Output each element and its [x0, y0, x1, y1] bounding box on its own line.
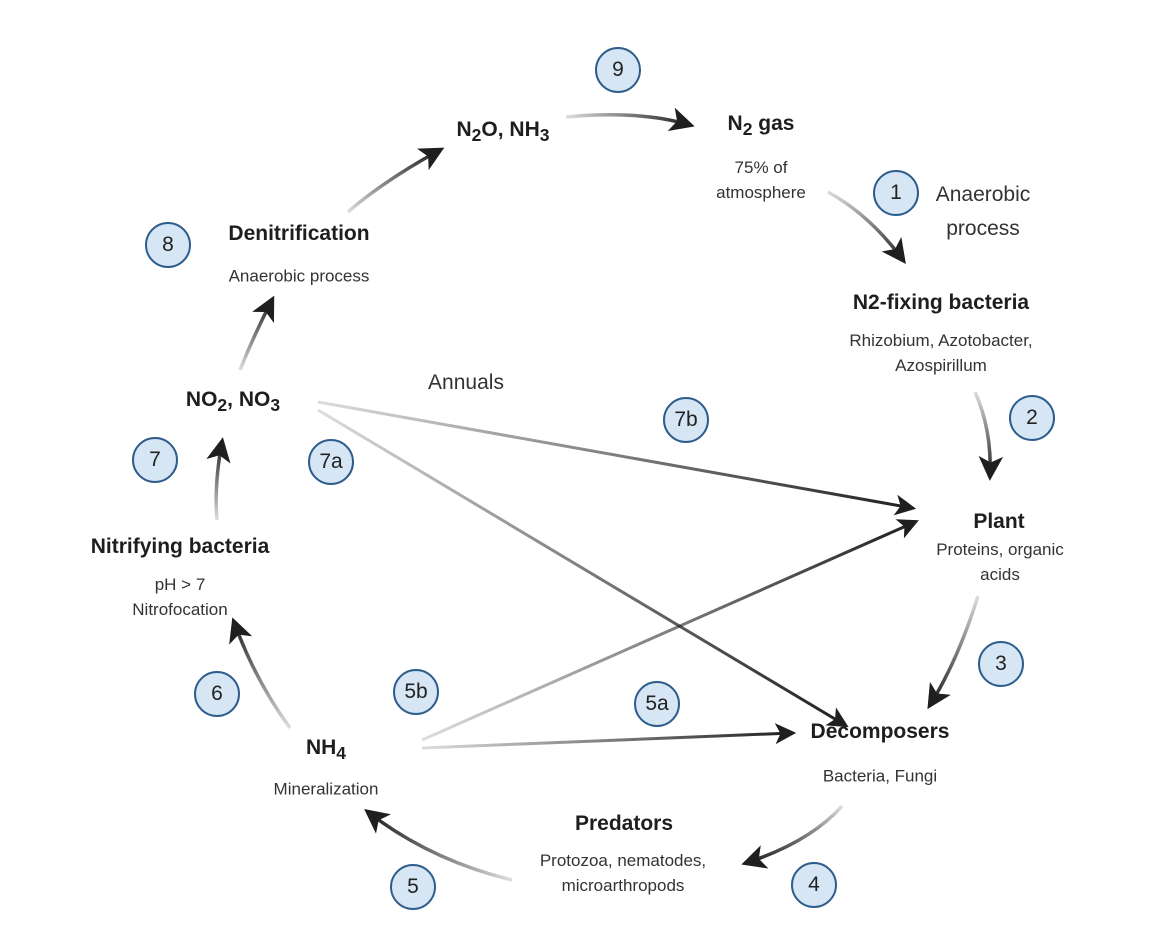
nh3-subscript: 3 [539, 125, 550, 146]
arrow-step-1 [827, 190, 906, 264]
no2-subscript: 2 [217, 395, 228, 416]
no2-symbol: NO [185, 387, 218, 411]
node-plant-desc: Proteins, organic acids [936, 537, 1064, 587]
n2-fixing-desc-line1: Rhizobium, Azotobacter, [849, 331, 1033, 350]
node-plant-title: Plant [973, 510, 1025, 533]
note-anaerobic-process: Anaerobic process [936, 178, 1031, 246]
arrow-step-7b [317, 400, 917, 516]
arrow-step-5a [421, 723, 797, 750]
note-anaerobic-line2: process [946, 217, 1020, 240]
step-badge-5a: 5a [634, 681, 680, 727]
step-badge-7b: 7b [663, 397, 709, 443]
arrow-step-3 [927, 595, 980, 710]
step-badge-2: 2 [1009, 395, 1055, 441]
node-nitrifying-desc: pH > 7 Nitrofocation [132, 572, 227, 622]
node-decomposers-desc: Bacteria, Fungi [823, 764, 937, 789]
n2-gas-desc-line2: atmosphere [716, 183, 806, 202]
nh4-symbol: NH [305, 735, 337, 759]
node-n2-fixing-title: N2-fixing bacteria [852, 291, 1030, 314]
n2o-subscript: 2 [471, 125, 482, 146]
nh3-symbol: O, NH [481, 117, 540, 141]
step-badge-3: 3 [978, 641, 1024, 687]
n2-gas-subscript: 2 [742, 119, 753, 140]
note-anaerobic-line1: Anaerobic [935, 183, 1031, 206]
arrow-step-4 [741, 804, 844, 869]
nh4-desc-line1: Mineralization [273, 779, 379, 799]
node-no2-no3-title: NO2, NO3 [186, 388, 280, 416]
node-nh4-title: NH4 [306, 736, 346, 764]
n2-fixing-desc-line2: Azospirillum [895, 356, 987, 375]
node-nitrifying-title: Nitrifying bacteria [90, 535, 270, 558]
n2o-symbol: N [456, 117, 472, 141]
nh4-subscript: 4 [336, 743, 347, 764]
arrow-step-2 [973, 391, 1004, 481]
arrow-denitrification [346, 147, 445, 214]
step-badge-1: 1 [873, 170, 919, 216]
step-badge-8: 8 [145, 222, 191, 268]
node-predators-desc: Protozoa, nematodes, microarthropods [540, 848, 706, 898]
no3-symbol: , NO [227, 387, 271, 411]
n2-gas-word: gas [752, 111, 795, 135]
node-decomposers-title: Decomposers [810, 720, 950, 743]
plant-desc-line2: acids [980, 565, 1020, 584]
node-n2o-nh3-title: N2O, NH3 [457, 118, 550, 146]
arrow-step-7a [317, 408, 849, 728]
node-n2-fixing-desc: Rhizobium, Azotobacter, Azospirillum [849, 328, 1032, 378]
note-annuals: Annuals [428, 371, 504, 394]
node-nh4-desc: Mineralization [274, 777, 379, 802]
step-badge-4: 4 [791, 862, 837, 908]
arrow-step-8 [238, 295, 275, 371]
step-badge-7a: 7a [308, 439, 354, 485]
decomposers-desc-line1: Bacteria, Fungi [822, 766, 938, 786]
nitrifying-desc-line1: pH > 7 [154, 575, 206, 594]
step-badge-5b: 5b [393, 669, 439, 715]
n2-gas-symbol: N [727, 111, 743, 135]
predators-desc-line2: microarthropods [561, 876, 685, 895]
nitrifying-desc-line2: Nitrofocation [132, 600, 228, 619]
arrow-step-9 [565, 107, 695, 132]
node-n2-gas-title: N2 gas [728, 112, 795, 140]
step-badge-9: 9 [595, 47, 641, 93]
node-n2-gas-desc: 75% of atmosphere [716, 155, 806, 205]
arrow-step-6 [229, 617, 292, 730]
arrow-step-5b [421, 519, 919, 742]
denitrification-desc-line1: Anaerobic process [228, 266, 370, 286]
step-badge-6: 6 [194, 671, 240, 717]
predators-desc-line1: Protozoa, nematodes, [539, 851, 707, 870]
no3-subscript: 3 [270, 395, 281, 416]
arrow-step-7 [206, 437, 231, 521]
n2-gas-desc-line1: 75% of [734, 158, 788, 177]
node-predators-title: Predators [574, 812, 674, 835]
node-denitrification-desc: Anaerobic process [229, 264, 370, 289]
arrow-step-5 [364, 809, 513, 882]
node-denitrification-title: Denitrification [228, 222, 370, 245]
step-badge-7: 7 [132, 437, 178, 483]
plant-desc-line1: Proteins, organic [936, 540, 1064, 559]
step-badge-5: 5 [390, 864, 436, 910]
